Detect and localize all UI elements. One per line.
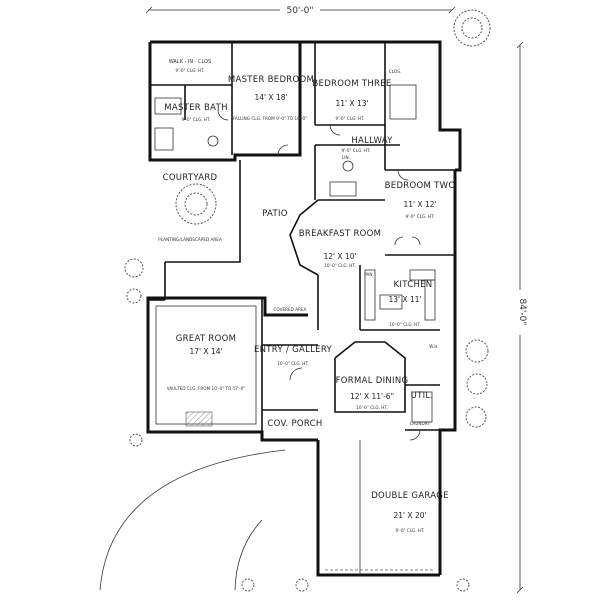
room-name: GREAT ROOM [176, 334, 237, 344]
fixtures [154, 84, 436, 423]
room-name: ENTRY / GALLERY [254, 345, 333, 355]
width-dimension: 50'-0" [145, 6, 456, 16]
room-size: 11' X 12' [403, 200, 436, 209]
room-ceiling: 9'-0" CLG. HT. [336, 116, 365, 121]
room-name: COURTYARD [163, 173, 218, 183]
room-name: PATIO [262, 209, 288, 219]
area-patio: PATIO [262, 209, 288, 219]
room-walk-in-closet: WALK - IN - CLOS 9'-0" CLG. HT. [169, 59, 212, 73]
room-size: 14' X 18' [254, 93, 287, 102]
landscaping [99, 9, 491, 592]
room-size: 12' X 11'-6" [350, 392, 394, 401]
room-name: HALLWAY [351, 136, 393, 146]
room-name: COVERED AREA [273, 307, 306, 312]
interior-walls [150, 42, 455, 575]
room-great-room: GREAT ROOM 17' X 14' VAULTED CLG. FROM 1… [167, 334, 246, 391]
room-master-bath: MASTER BATH 9'-0" CLG. HT. [164, 103, 228, 122]
laundry-label: LAUNDRY [410, 421, 430, 426]
water-heater-label: W.H. [429, 344, 438, 349]
room-double-garage: DOUBLE GARAGE 21' X 20' 9'-0" CLG. HT. [371, 491, 449, 533]
room-size: 21' X 20' [393, 511, 426, 520]
room-name: BEDROOM THREE [312, 79, 391, 89]
room-size: 13' X 11' [388, 295, 421, 304]
room-name: KITCHEN [394, 280, 433, 290]
room-name: MASTER BATH [164, 103, 228, 113]
room-size: 11' X 13' [335, 99, 368, 108]
room-ceiling: 9'-0" CLG. HT. [396, 528, 425, 533]
room-entry-gallery: ENTRY / GALLERY 10'-0" CLG. HT. [254, 345, 333, 366]
room-ceiling: 10'-0" CLG. HT. [324, 263, 356, 268]
room-name: WALK - IN - CLOS [169, 59, 212, 65]
room-name: FORMAL DINING [336, 376, 409, 386]
room-cov-porch: COV. PORCH [267, 419, 322, 429]
room-formal-dining: FORMAL DINING 12' X 11'-6" 10'-0" CLG. H… [336, 376, 409, 410]
planting-note: PLANTING/LANDSCAPED AREA [158, 237, 222, 242]
area-courtyard: COURTYARD PLANTING/LANDSCAPED AREA [158, 173, 222, 242]
room-utility: UTIL. [411, 391, 434, 401]
room-bedroom-two: BEDROOM TWO 11' X 12' 9'-0" CLG. HT. [385, 181, 456, 219]
fireplace [185, 411, 213, 427]
room-ceiling: FALLING CLG. FROM 9'-0" TO 10'-0" [233, 116, 307, 121]
linen-label: LIN. [342, 155, 350, 160]
room-name: BEDROOM TWO [385, 181, 456, 191]
room-master-bedroom: MASTER BEDROOM 14' X 18' FALLING CLG. FR… [228, 75, 314, 121]
room-ceiling: 10'-0" CLG. HT. [356, 405, 388, 410]
room-ceiling: 9'-0" CLG. HT. [176, 68, 205, 73]
room-size: 17' X 14' [189, 347, 222, 356]
room-bedroom-three: BEDROOM THREE 11' X 13' 9'-0" CLG. HT. [312, 79, 391, 121]
room-ceiling: 9'-0" CLG. HT. [342, 148, 371, 153]
depth-dimension: 84'-0" [516, 41, 527, 594]
room-name: BREAKFAST ROOM [299, 229, 382, 239]
room-hallway: HALLWAY 9'-0" CLG. HT. [342, 136, 393, 153]
pantry-label: PAN. [364, 272, 374, 277]
width-dimension-label: 50'-0" [286, 6, 313, 16]
closet-label: CLOS. [389, 69, 401, 74]
room-name: COV. PORCH [267, 419, 322, 429]
small-labels: CLOS. PAN. LIN. LAUNDRY W.H. [342, 69, 439, 426]
room-ceiling: 10'-0" CLG. HT. [277, 361, 309, 366]
room-name: MASTER BEDROOM [228, 75, 314, 85]
doors [217, 109, 421, 441]
room-name: UTIL. [411, 391, 434, 401]
room-ceiling: VAULTED CLG. FROM 10'-0" TO 17'-0" [167, 386, 246, 391]
depth-dimension-label: 84'-0" [517, 298, 527, 325]
room-breakfast: BREAKFAST ROOM 12' X 10' 10'-0" CLG. HT. [299, 229, 382, 268]
room-ceiling: 10'-0" CLG. HT. [389, 322, 421, 327]
room-size: 12' X 10' [323, 252, 356, 261]
area-covered: COVERED AREA [273, 307, 306, 312]
room-ceiling: 9'-0" CLG. HT. [406, 214, 435, 219]
room-name: DOUBLE GARAGE [371, 491, 449, 501]
room-ceiling: 9'-0" CLG. HT. [182, 117, 211, 122]
room-kitchen: KITCHEN 13' X 11' 10'-0" CLG. HT. [388, 280, 432, 327]
exterior-walls [146, 40, 462, 577]
